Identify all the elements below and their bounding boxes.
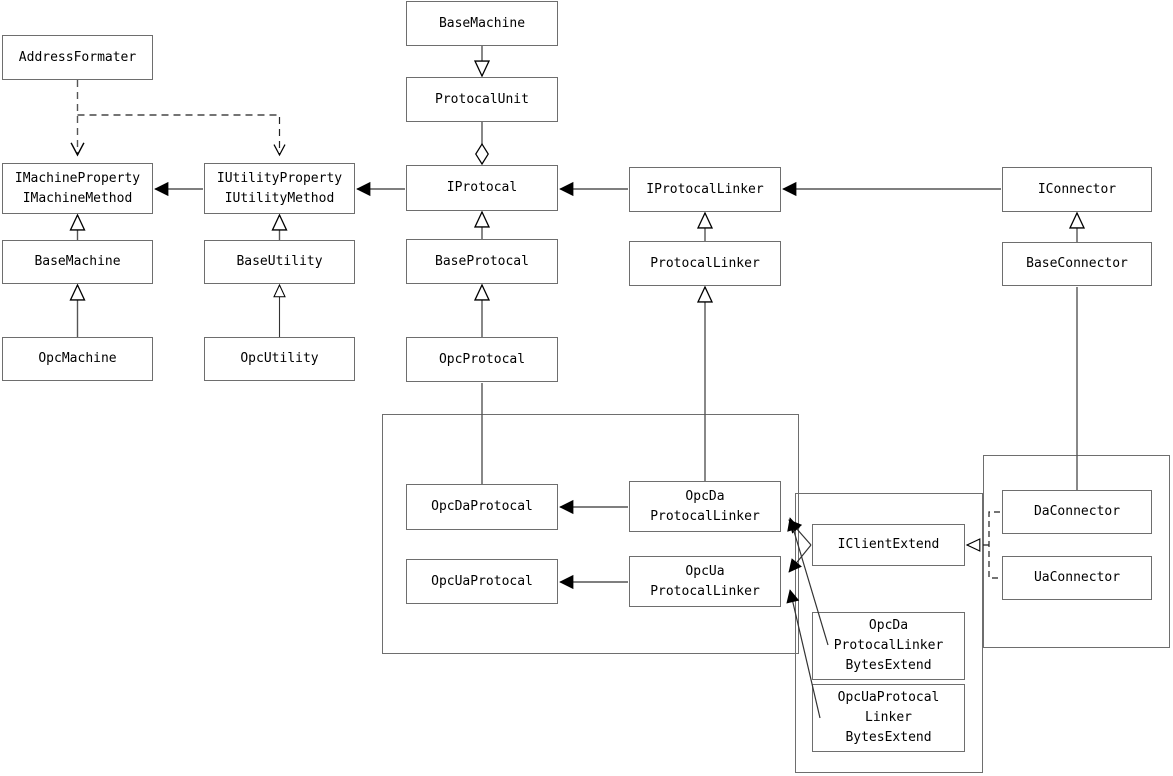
class-node-opc-ua-linker-bytes[interactable]: OpcUaProtocal Linker BytesExtend — [812, 684, 965, 752]
class-node-base-machine-top[interactable]: BaseMachine — [406, 1, 558, 46]
class-node-opc-ua-protocal-linker[interactable]: OpcUa ProtocalLinker — [629, 556, 781, 607]
class-node-iprotocal-linker[interactable]: IProtocalLinker — [629, 167, 781, 212]
class-node-base-protocal[interactable]: BaseProtocal — [406, 239, 558, 284]
class-node-base-machine[interactable]: BaseMachine — [2, 240, 153, 284]
class-node-protocal-linker[interactable]: ProtocalLinker — [629, 241, 781, 286]
class-node-iconnector[interactable]: IConnector — [1002, 167, 1152, 212]
class-node-imachine-property[interactable]: IMachineProperty IMachineMethod — [2, 163, 153, 214]
class-node-opc-machine[interactable]: OpcMachine — [2, 337, 153, 381]
class-node-da-connector[interactable]: DaConnector — [1002, 490, 1152, 534]
edge-addressformater-to-iutilityproperty — [77, 114, 286, 157]
class-node-base-utility[interactable]: BaseUtility — [204, 240, 355, 284]
class-node-opc-utility[interactable]: OpcUtility — [204, 337, 355, 381]
class-node-ua-connector[interactable]: UaConnector — [1002, 556, 1152, 600]
class-node-opc-da-linker-bytes[interactable]: OpcDa ProtocalLinker BytesExtend — [812, 612, 965, 680]
class-node-address-formater[interactable]: AddressFormater — [2, 35, 153, 80]
class-node-iclient-extend[interactable]: IClientExtend — [812, 524, 965, 566]
group-box-protocal — [382, 414, 799, 654]
class-node-opc-da-protocal-linker[interactable]: OpcDa ProtocalLinker — [629, 481, 781, 532]
group-box-connector — [983, 455, 1170, 648]
class-node-opc-protocal[interactable]: OpcProtocal — [406, 337, 558, 382]
class-node-opc-ua-protocal[interactable]: OpcUaProtocal — [406, 559, 558, 604]
class-node-iprotocal[interactable]: IProtocal — [406, 165, 558, 211]
class-node-protocal-unit[interactable]: ProtocalUnit — [406, 77, 558, 122]
class-node-opc-da-protocal[interactable]: OpcDaProtocal — [406, 484, 558, 530]
class-node-iutility-property[interactable]: IUtilityProperty IUtilityMethod — [204, 163, 355, 214]
class-node-base-connector[interactable]: BaseConnector — [1002, 242, 1152, 286]
